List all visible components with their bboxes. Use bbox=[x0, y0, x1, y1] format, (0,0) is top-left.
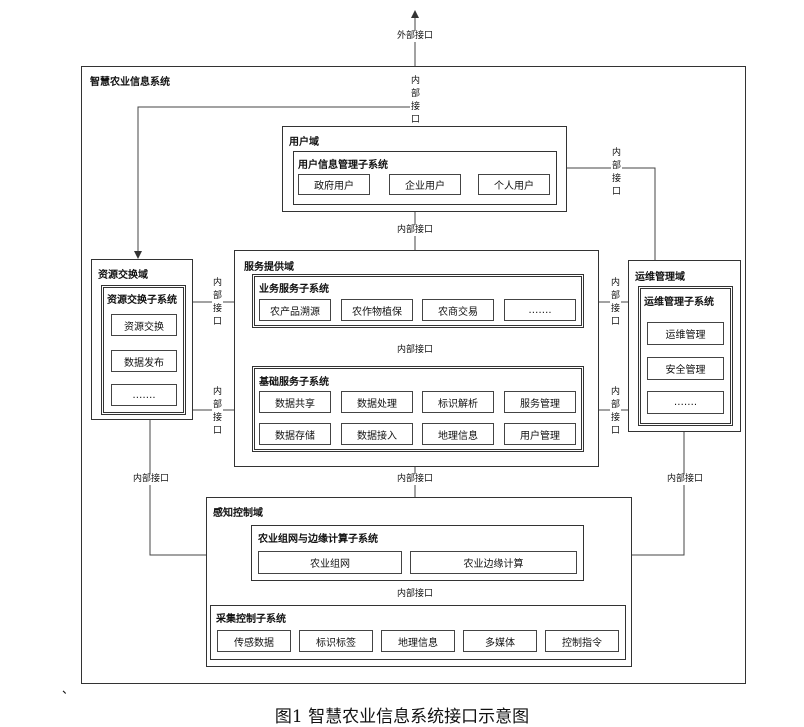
ops-upper-link bbox=[565, 167, 656, 260]
basic-item-data-storage: 数据存储 bbox=[259, 423, 331, 445]
ops-item-security: 安全管理 bbox=[647, 357, 724, 380]
user-item-government: 政府用户 bbox=[298, 174, 370, 195]
resource-item-exchange: 资源交换 bbox=[111, 314, 177, 336]
service-domain-title: 服务提供域 bbox=[244, 262, 294, 273]
collect-item-multimedia: 多媒体 bbox=[463, 630, 537, 652]
user-item-personal: 个人用户 bbox=[478, 174, 550, 195]
ops-item-more: ……. bbox=[647, 391, 724, 414]
left-lower-interface-label: 内部接口 bbox=[133, 474, 170, 485]
business-subsystem-title: 业务服务子系统 bbox=[259, 284, 329, 295]
right-lower-interface-label: 内部接口 bbox=[667, 474, 704, 485]
collect-item-tags: 标识标签 bbox=[299, 630, 373, 652]
figure-caption: 图1 智慧农业信息系统接口示意图 bbox=[274, 707, 530, 727]
resource-item-more: ……. bbox=[111, 384, 177, 406]
business-item-traceability: 农产品溯源 bbox=[259, 299, 331, 321]
ops-item-maintenance: 运维管理 bbox=[647, 322, 724, 345]
basic-subsystem-title: 基础服务子系统 bbox=[259, 377, 329, 388]
resource-link bbox=[134, 106, 415, 259]
business-basic-interface-label: 内部接口 bbox=[397, 345, 434, 356]
business-item-trade: 农商交易 bbox=[422, 299, 494, 321]
service-perception-interface-label: 内部接口 bbox=[397, 474, 434, 485]
collect-item-sensor-data: 传感数据 bbox=[217, 630, 291, 652]
ops-domain-title: 运维管理域 bbox=[635, 272, 685, 283]
perception-domain-title: 感知控制域 bbox=[213, 508, 263, 519]
collect-item-control-command: 控制指令 bbox=[545, 630, 619, 652]
network-collect-interface-label: 内部接口 bbox=[397, 589, 434, 600]
resource-subsystem-title: 资源交换子系统 bbox=[107, 295, 177, 306]
user-item-enterprise: 企业用户 bbox=[389, 174, 461, 195]
network-subsystem-title: 农业组网与边缘计算子系统 bbox=[258, 534, 378, 545]
business-item-plant-protection: 农作物植保 bbox=[341, 299, 413, 321]
user-domain-title: 用户域 bbox=[289, 137, 319, 148]
system-boundary bbox=[81, 66, 746, 684]
collect-subsystem-title: 采集控制子系统 bbox=[216, 614, 286, 625]
right-bottom-interface-label: 内部接口 bbox=[610, 386, 621, 438]
top-internal-label: 内部接口 bbox=[410, 75, 421, 127]
network-item-agri-network: 农业组网 bbox=[258, 551, 402, 574]
network-item-edge-computing: 农业边缘计算 bbox=[410, 551, 577, 574]
resource-item-publish: 数据发布 bbox=[111, 350, 177, 372]
resource-domain-title: 资源交换域 bbox=[98, 270, 148, 281]
ops-subsystem-title: 运维管理子系统 bbox=[644, 297, 714, 308]
system-title: 智慧农业信息系统 bbox=[90, 77, 170, 88]
basic-item-data-access: 数据接入 bbox=[341, 423, 413, 445]
left-bottom-interface-label: 内部接口 bbox=[212, 386, 223, 438]
basic-item-user-management: 用户管理 bbox=[504, 423, 576, 445]
basic-item-data-sharing: 数据共享 bbox=[259, 391, 331, 413]
basic-item-identifier-resolution: 标识解析 bbox=[422, 391, 494, 413]
basic-item-service-management: 服务管理 bbox=[504, 391, 576, 413]
collect-item-geo-info: 地理信息 bbox=[381, 630, 455, 652]
external-interface-label: 外部接口 bbox=[397, 31, 434, 42]
right-top-interface-label: 内部接口 bbox=[610, 277, 621, 329]
business-item-more: ……. bbox=[504, 299, 576, 321]
user-subsystem-title: 用户信息管理子系统 bbox=[298, 160, 388, 171]
basic-item-geo-info: 地理信息 bbox=[422, 423, 494, 445]
stray-mark: 、 bbox=[62, 682, 75, 696]
right-upper-interface-label: 内部接口 bbox=[611, 147, 622, 199]
left-top-interface-label: 内部接口 bbox=[212, 277, 223, 329]
basic-item-data-processing: 数据处理 bbox=[341, 391, 413, 413]
user-service-interface-label: 内部接口 bbox=[397, 225, 434, 236]
